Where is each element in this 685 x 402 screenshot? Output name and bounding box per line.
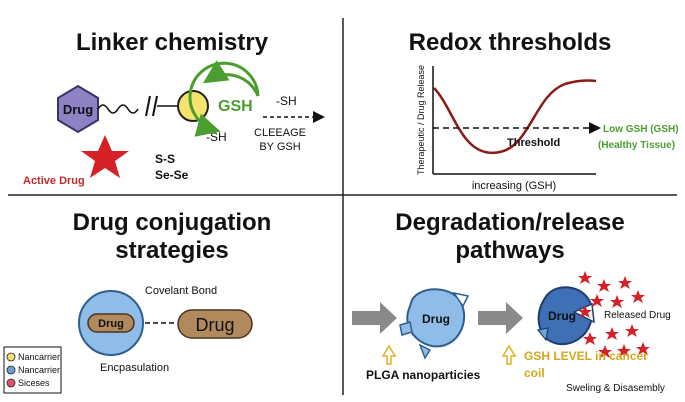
healthy-label: (Healthy Tissue) [598, 140, 675, 151]
drug-hexagon [57, 84, 99, 134]
drug2-label: Drug [548, 309, 576, 323]
legend-swatch-2 [6, 378, 16, 388]
drug-pill-inner [87, 313, 135, 333]
drug-pill-outer [177, 309, 253, 339]
redox-title: Redox thresholds [409, 29, 612, 56]
thiol-carrier [177, 90, 209, 122]
up-arrow-1 [381, 344, 397, 365]
legend-swatch-0 [6, 352, 16, 362]
legend-label-1: Nancarrier [18, 365, 60, 375]
panel-linker-chemistry: Linker chemistry Drug -SH GSH -SH CLEEAG… [23, 29, 325, 187]
process-arrow-1 [352, 302, 397, 334]
covalent-label: Covelant Bond [145, 285, 217, 297]
gsh-level-label-2: coil [524, 366, 545, 380]
linker-chain [97, 104, 139, 114]
gsh-level-label-1: GSH LEVEL in cancer [524, 349, 648, 363]
legend-label-2: Siceses [18, 378, 50, 388]
active-drug-star [81, 135, 129, 178]
encapsulation-label: Encpasulation [100, 362, 169, 374]
plga-label: PLGA nanoparticies [366, 368, 481, 382]
released-drug-stars [578, 271, 650, 358]
swelling-label: Sweling & Disasembly [566, 383, 665, 394]
drug-inner-label: Drug [98, 318, 124, 330]
by-gsh-label: BY GSH [259, 141, 300, 153]
x-axis-label: increasing (GSH) [472, 180, 556, 192]
ss-label: S-S [155, 152, 175, 166]
cleave-mark-1 [145, 95, 151, 117]
linker-title: Linker chemistry [76, 29, 269, 56]
gsh-label: GSH [218, 98, 253, 115]
cleave-mark-2 [152, 95, 158, 117]
threshold-label: Threshold [507, 137, 560, 149]
legend: Nancarrier Nancarrier Siceses [3, 346, 62, 394]
sh-bottom-label: -SH [206, 130, 227, 144]
up-arrow-2 [501, 344, 517, 365]
degradation-title-line2: pathways [455, 237, 564, 264]
legend-label-0: Nancarrier [18, 352, 60, 362]
y-axis-label: Therapeutic / Drug Release [416, 65, 426, 175]
gsh-cycle-arrow-top [202, 60, 260, 97]
panel-degradation-release: Degradation/release pathways Drug PLGA n… [352, 209, 671, 394]
active-drug-label: Active Drug [23, 175, 85, 187]
process-arrow-2 [478, 302, 523, 334]
drug-outer-label: Drug [195, 315, 234, 335]
low-gsh-label: Low GSH (GSH) [603, 124, 679, 135]
panel-drug-conjugation: Drug conjugation strategies Covelant Bon… [73, 209, 272, 374]
sese-label: Se-Se [155, 168, 189, 182]
sh-top-label: -SH [276, 94, 297, 108]
degradation-title-line1: Degradation/release [395, 209, 624, 236]
plga-drug-label: Drug [422, 312, 450, 326]
conjugation-title-line2: strategies [115, 237, 228, 264]
plga-nanoparticle [399, 288, 470, 360]
panel-redox-thresholds: Redox thresholds Therapeutic / Drug Rele… [409, 29, 679, 192]
released-drug-label: Released Drug [604, 310, 671, 321]
conjugation-title-line1: Drug conjugation [73, 209, 272, 236]
cleavage-label: CLEEAGE [254, 127, 306, 139]
legend-swatch-1 [6, 365, 16, 375]
drug-label: Drug [63, 102, 93, 117]
swollen-nanoparticle [536, 286, 595, 346]
